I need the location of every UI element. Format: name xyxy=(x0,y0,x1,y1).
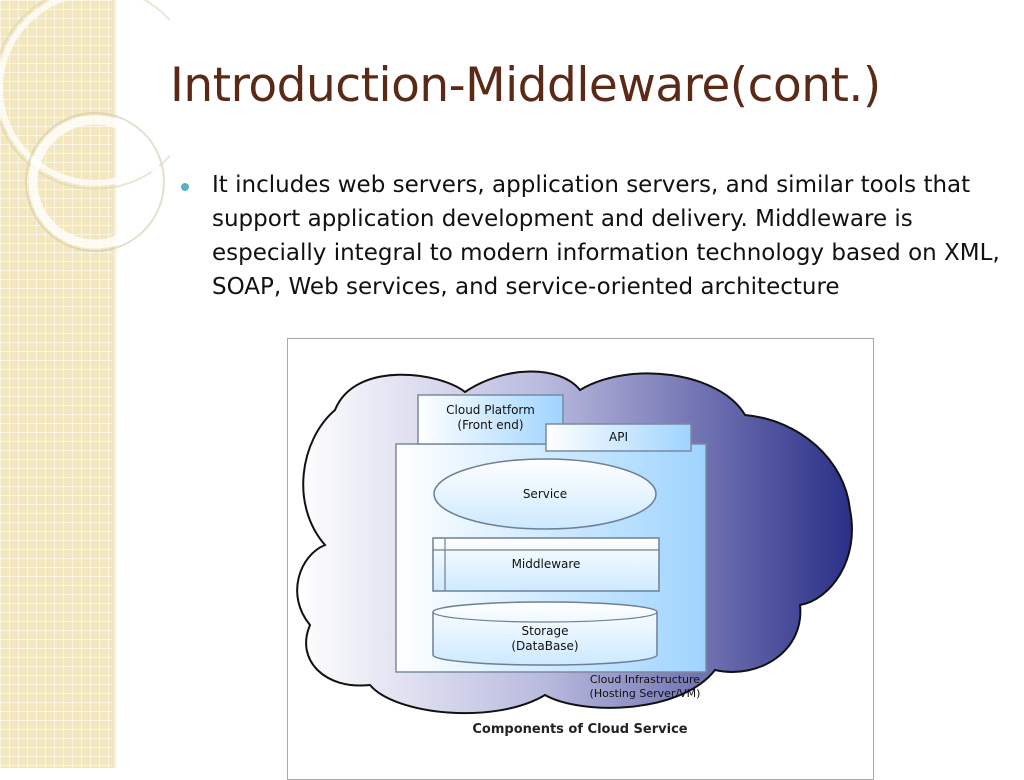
middleware-label: Middleware xyxy=(511,557,581,571)
decorative-ring-small xyxy=(28,115,162,249)
side-panel-edge xyxy=(112,0,118,768)
infrastructure-label: Cloud Infrastructure (Hosting Server/VM) xyxy=(560,673,730,701)
decorative-rings xyxy=(0,0,170,252)
cloud-platform-box xyxy=(417,394,564,445)
storage-label: Storage (DataBase) xyxy=(433,624,657,654)
decorative-side-panel xyxy=(0,0,113,768)
decorative-ring-large-shadow xyxy=(0,0,170,190)
slide-title: Introduction-Middleware(cont.) xyxy=(170,58,881,113)
storage-cylinder xyxy=(432,601,658,666)
bullet-marker xyxy=(181,183,189,191)
service-label: Service xyxy=(522,487,568,501)
api-box xyxy=(545,423,692,452)
cloud-platform-label: Cloud Platform (Front end) xyxy=(418,403,563,433)
cloud-platform-text: Cloud Platform (Front end) xyxy=(446,403,535,432)
storage-cylinder-top xyxy=(432,611,658,623)
api-label: API xyxy=(609,430,628,444)
infrastructure-text: Cloud Infrastructure (Hosting Server/VM) xyxy=(589,673,701,700)
decorative-ring-large xyxy=(0,0,170,186)
bullet-text: It includes web servers, application ser… xyxy=(212,172,1000,300)
middleware-component xyxy=(432,537,660,592)
decorative-ring-small-shadow xyxy=(25,112,165,252)
storage-text: Storage (DataBase) xyxy=(511,624,579,653)
diagram-caption: Components of Cloud Service xyxy=(472,722,688,737)
service-ellipse xyxy=(433,458,657,530)
